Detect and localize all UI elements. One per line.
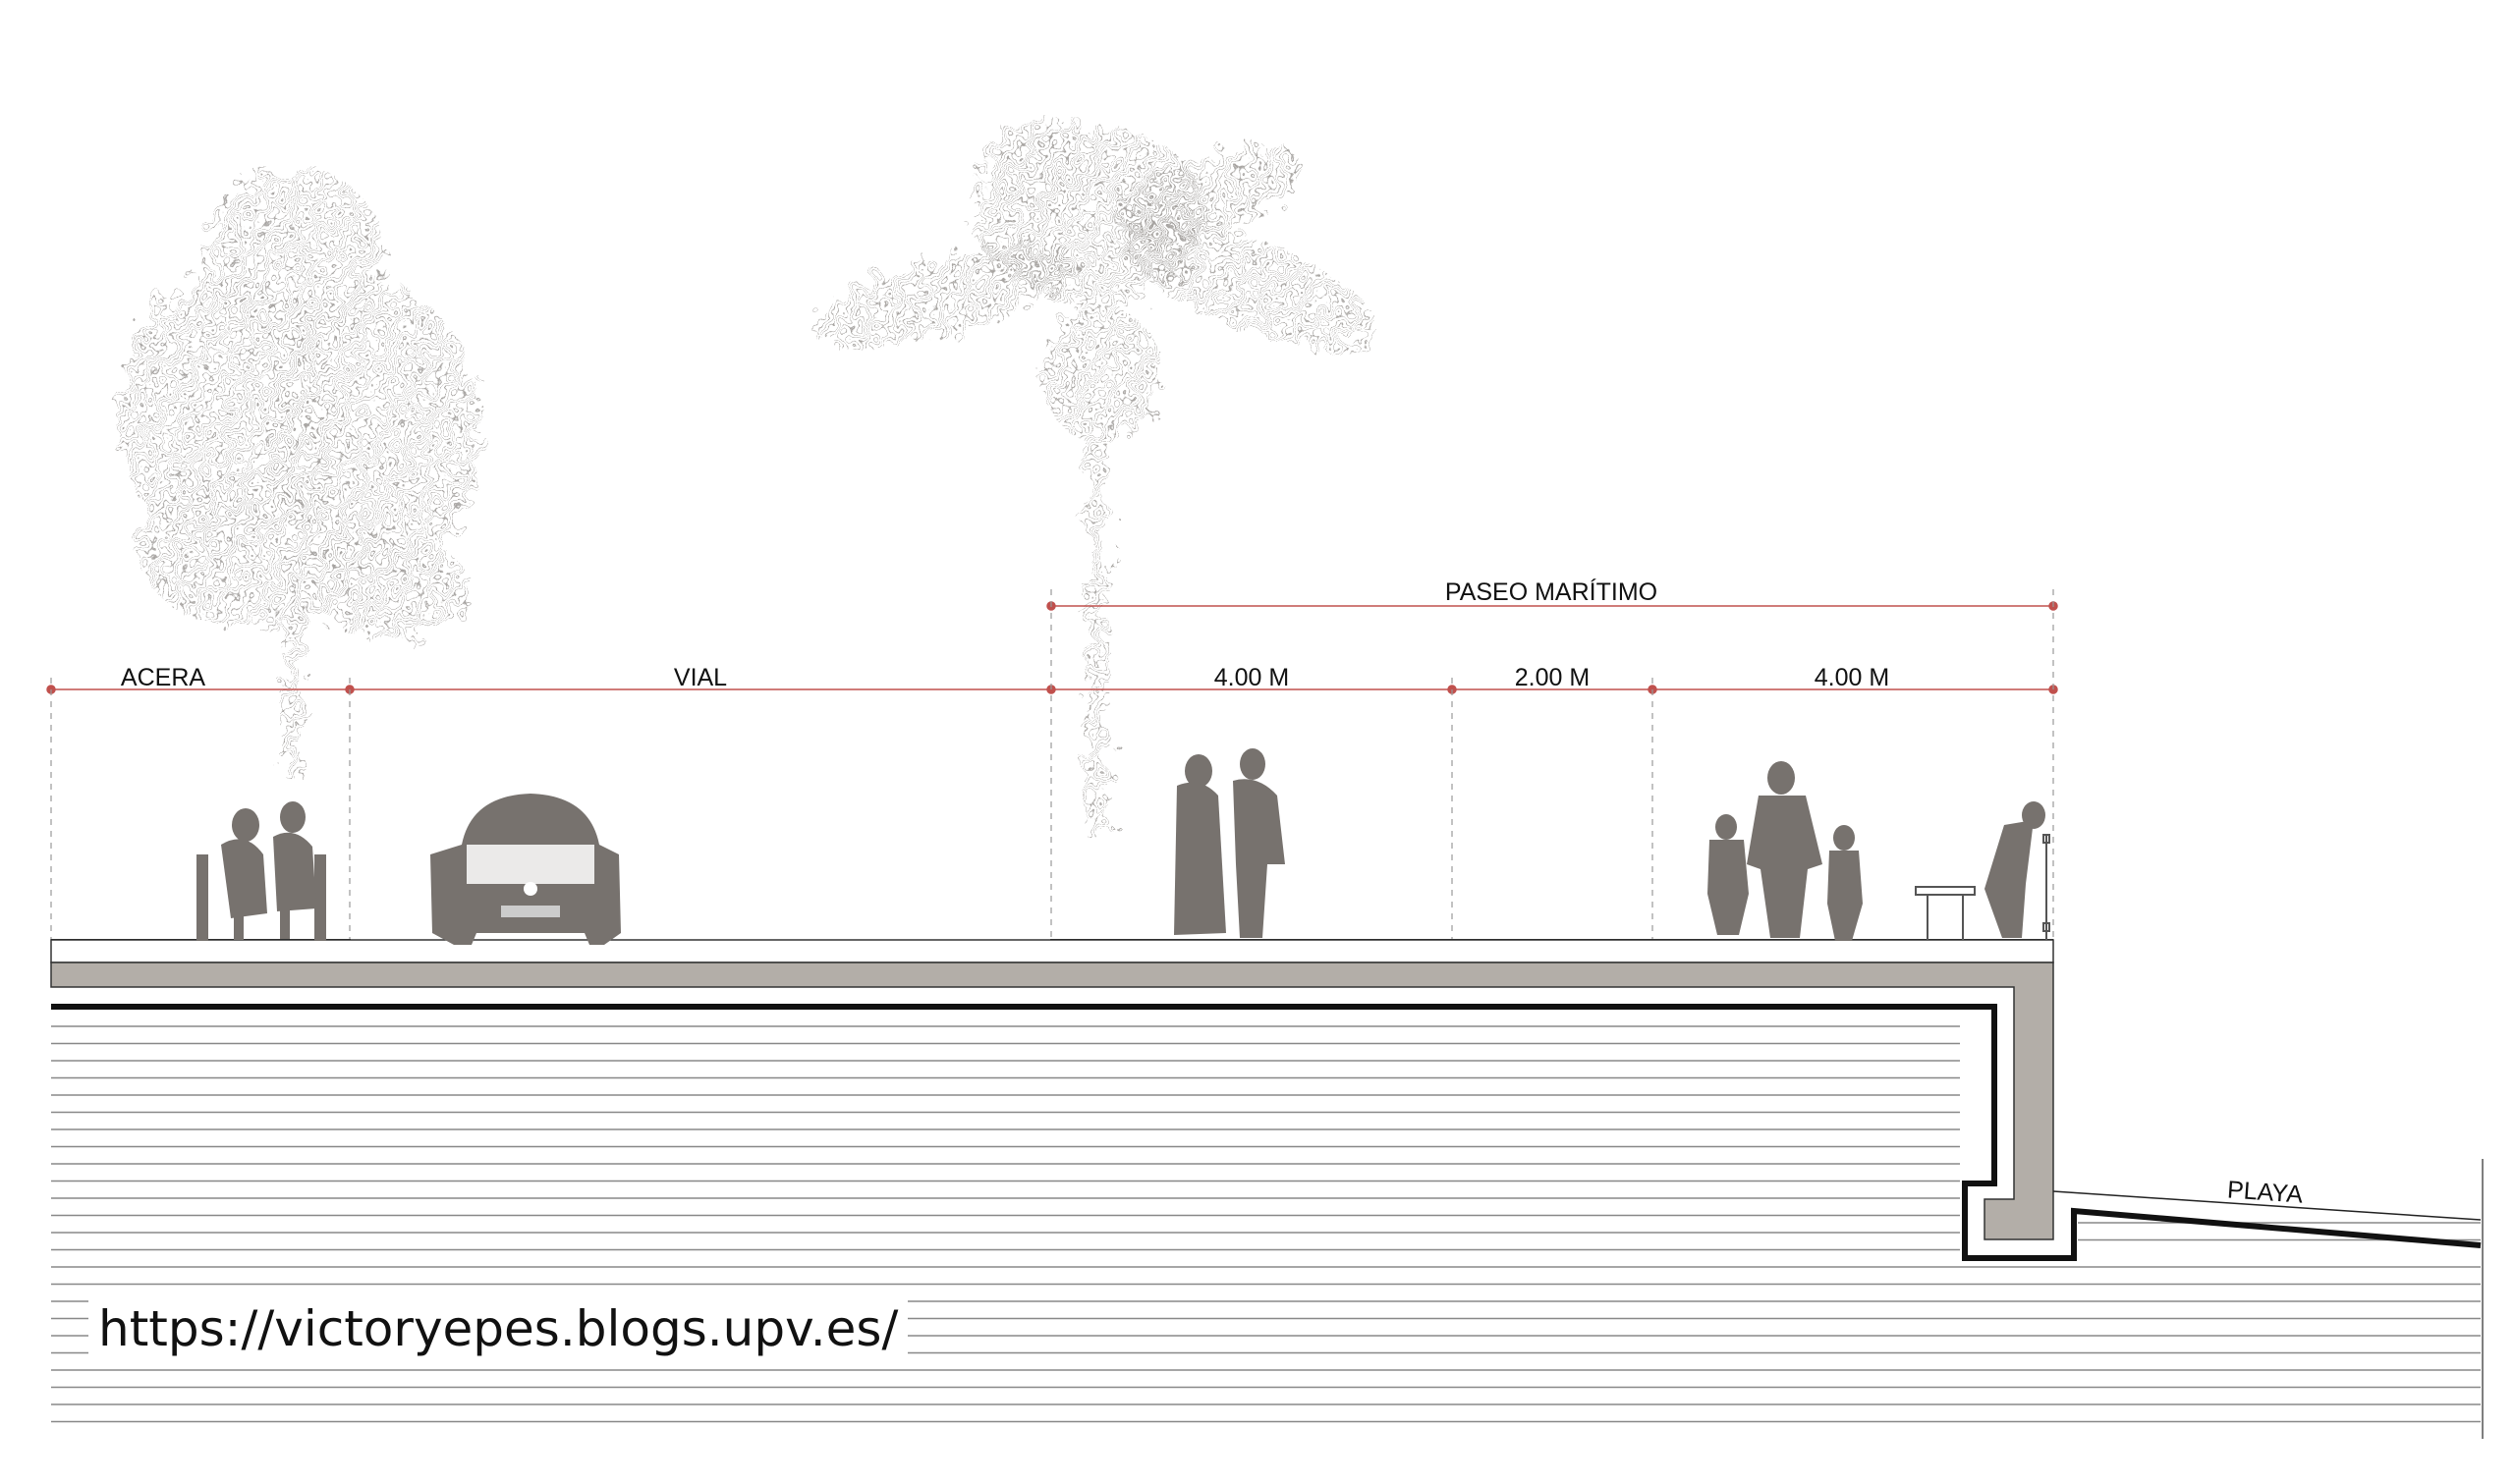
railing	[2042, 834, 2050, 940]
soil-hatching	[51, 1025, 2481, 1423]
watermark-url: https://victoryepes.blogs.upv.es/	[88, 1289, 909, 1369]
concrete-slab-wall	[50, 962, 2054, 1240]
label-paseo-maritimo: PASEO MARÍTIMO	[1445, 577, 1657, 606]
seated-people	[196, 801, 326, 941]
beach-surface	[2052, 1190, 2482, 1221]
label-playa: PLAYA	[2226, 1176, 2304, 1208]
couple-walking	[1174, 748, 1285, 938]
person-at-railing	[1984, 801, 2045, 938]
tree-left	[118, 167, 481, 776]
figures	[196, 748, 2045, 945]
family-walking	[1707, 761, 1863, 941]
label-acera: ACERA	[121, 664, 205, 691]
label-vial: VIAL	[674, 664, 727, 691]
label-middle-strip: 2.00 M	[1515, 664, 1590, 691]
palm-tree	[810, 118, 1378, 835]
label-walkway-1: 4.00 M	[1214, 664, 1289, 691]
fill-boundary	[51, 1004, 2482, 1261]
bench	[1915, 886, 1976, 940]
extension-lines	[50, 589, 2054, 943]
pavement	[50, 939, 2054, 963]
label-walkway-2: 4.00 M	[1815, 664, 1889, 691]
car	[430, 794, 621, 945]
